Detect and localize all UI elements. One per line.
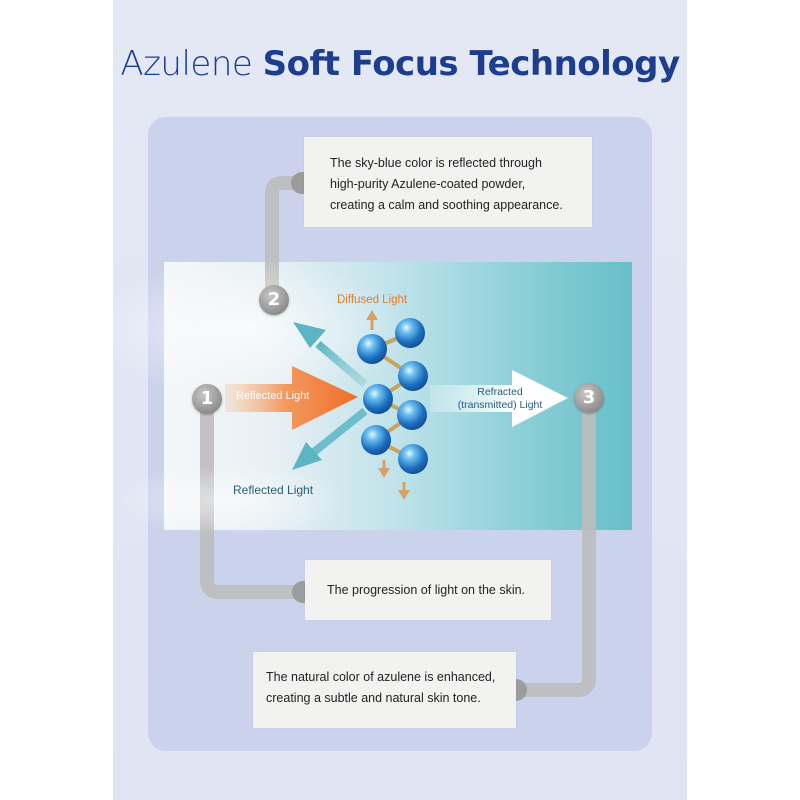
label-reflected-light-incoming: Reflected Light bbox=[236, 390, 310, 402]
reflected-arrow-up bbox=[293, 322, 368, 388]
label-refracted-light: Refracted (transmitted) Light bbox=[445, 386, 555, 412]
incoming-light-arrow bbox=[225, 366, 358, 430]
connector-badge1-to-note2 bbox=[200, 403, 312, 599]
title-technology: Soft Focus Technology bbox=[262, 44, 681, 84]
diffused-arrows bbox=[366, 310, 410, 500]
note-line: creating a subtle and natural skin tone. bbox=[266, 691, 481, 705]
refracted-light-arrow bbox=[430, 370, 568, 427]
note-sky-blue-reflection: The sky-blue color is reflected through … bbox=[304, 137, 592, 227]
note-line: creating a calm and soothing appearance. bbox=[330, 198, 563, 212]
particle-7 bbox=[398, 444, 428, 474]
connector-note1-to-badge2 bbox=[265, 176, 307, 303]
particle-5 bbox=[397, 400, 427, 430]
light-glow bbox=[90, 260, 410, 400]
label-diffused-light: Diffused Light bbox=[337, 294, 408, 306]
note-natural-color: The natural color of azulene is enhanced… bbox=[253, 652, 516, 728]
note-light-progression: The progression of light on the skin. bbox=[305, 560, 551, 620]
particle-1 bbox=[395, 318, 425, 348]
note-line: high-purity Azulene-coated powder, bbox=[330, 177, 526, 191]
page-title: Azulene Soft Focus Technology bbox=[0, 44, 800, 84]
note-line: The progression of light on the skin. bbox=[327, 583, 526, 597]
azulene-particles bbox=[357, 318, 428, 474]
particle-3 bbox=[398, 361, 428, 391]
note-line: The natural color of azulene is enhanced… bbox=[266, 670, 496, 684]
connector-badge3-to-note3 bbox=[509, 403, 596, 697]
label-reflected-light-outgoing: Reflected Light bbox=[233, 483, 314, 497]
label-refracted-line1: Refracted bbox=[477, 386, 523, 398]
particle-4 bbox=[363, 384, 393, 414]
light-glow-lower bbox=[110, 465, 350, 535]
step-badge-2: 2 bbox=[259, 285, 289, 315]
title-azulene: Azulene bbox=[120, 44, 253, 84]
label-refracted-line2: (transmitted) Light bbox=[457, 399, 543, 411]
step-badge-1: 1 bbox=[192, 384, 222, 414]
particle-6 bbox=[361, 425, 391, 455]
note-line: The sky-blue color is reflected through bbox=[330, 156, 542, 170]
step-badge-3: 3 bbox=[574, 383, 604, 413]
reflected-arrow-down bbox=[292, 407, 368, 470]
particle-2 bbox=[357, 334, 387, 364]
